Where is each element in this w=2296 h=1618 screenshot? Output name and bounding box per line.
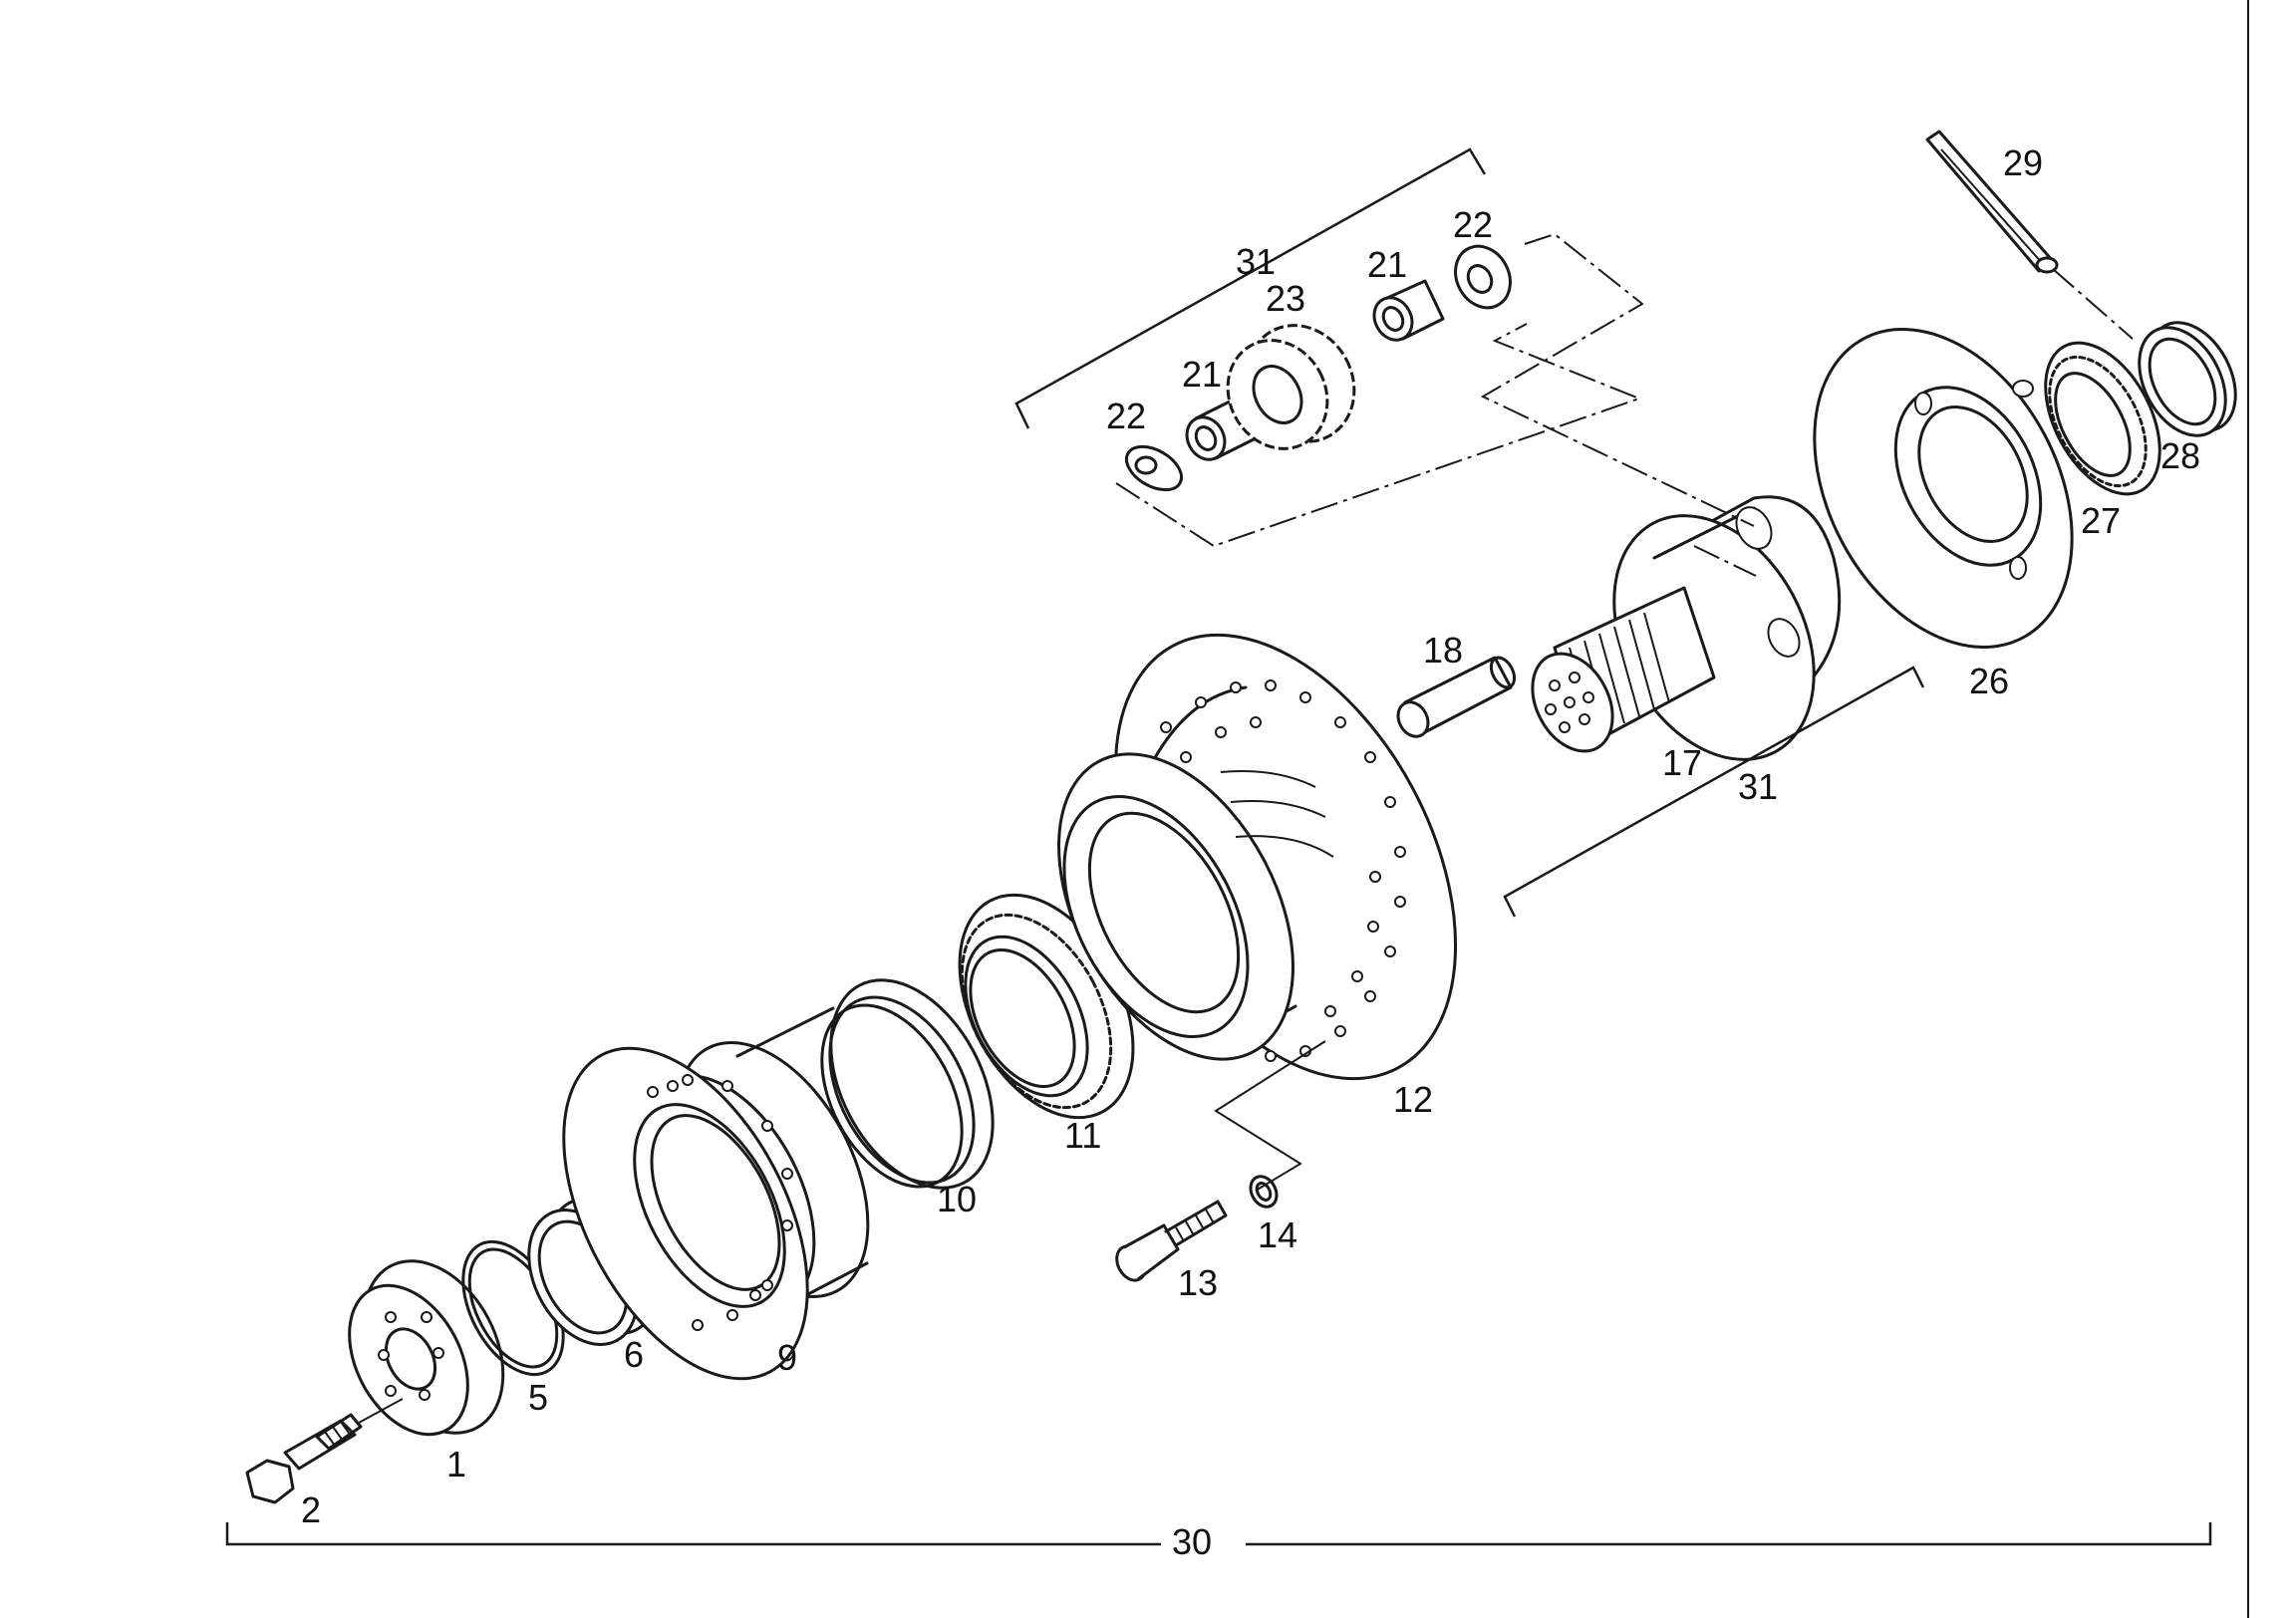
label-part-31-lower: 31	[1738, 766, 1778, 807]
axis-line-upper	[1480, 232, 1755, 527]
part-21b-needle-bearing	[1372, 279, 1445, 342]
label-part-27: 27	[2081, 500, 2121, 541]
label-part-13: 13	[1178, 1262, 1218, 1303]
part-14-lock-washer	[1249, 1175, 1279, 1209]
part-29-drift-pin	[1925, 130, 2059, 274]
part-9-flanged-hub	[562, 1006, 870, 1381]
label-part-29: 29	[2003, 142, 2043, 183]
label-part-12: 12	[1393, 1079, 1433, 1120]
part-10-bearing-cup	[820, 978, 995, 1190]
part-22a-washer	[1125, 444, 1183, 492]
axis-line-carrier	[1693, 545, 1757, 577]
label-part-31-upper: 31	[1236, 241, 1276, 282]
label-part-30: 30	[1172, 1521, 1212, 1562]
leader-29	[2052, 268, 2134, 340]
bracket-31-upper	[1014, 147, 1487, 429]
part-27-ball-bearing	[2044, 341, 2161, 496]
part-1-thrust-plate	[348, 1259, 505, 1437]
label-part-2: 2	[301, 1489, 321, 1530]
part-18-pin	[1396, 656, 1517, 738]
label-part-1: 1	[446, 1444, 466, 1484]
part-12-wheel-hub	[1057, 633, 1458, 1081]
label-part-10: 10	[937, 1179, 977, 1219]
part-2-hex-bolt	[245, 1413, 363, 1504]
label-part-28: 28	[2160, 435, 2200, 476]
label-part-11: 11	[1064, 1115, 1101, 1156]
label-part-9: 9	[777, 1337, 797, 1378]
label-part-17: 17	[1662, 742, 1702, 783]
part-17-planet-carrier	[1531, 495, 1842, 761]
part-13-socket-screw	[1115, 1200, 1228, 1282]
label-part-22a: 22	[1106, 396, 1146, 436]
part-26-housing-plate	[1813, 327, 2074, 650]
bracket-31-lower	[1503, 666, 1925, 918]
label-part-21a: 21	[1182, 354, 1222, 395]
part-28-seal-ring	[2138, 321, 2237, 437]
part-22b-washer	[1454, 244, 1512, 310]
label-part-21b: 21	[1367, 244, 1407, 285]
label-part-18: 18	[1423, 630, 1463, 671]
label-part-14: 14	[1258, 1214, 1297, 1255]
label-part-22b: 22	[1453, 204, 1493, 245]
part-23-planet-gear	[1226, 324, 1356, 450]
label-part-26: 26	[1969, 661, 2009, 701]
leader-12-13-14	[1214, 1040, 1326, 1192]
label-part-6: 6	[624, 1334, 644, 1375]
bracket-30	[225, 1522, 2212, 1546]
label-part-5: 5	[528, 1377, 548, 1418]
label-part-23: 23	[1266, 278, 1305, 319]
leader-1	[358, 1398, 404, 1424]
